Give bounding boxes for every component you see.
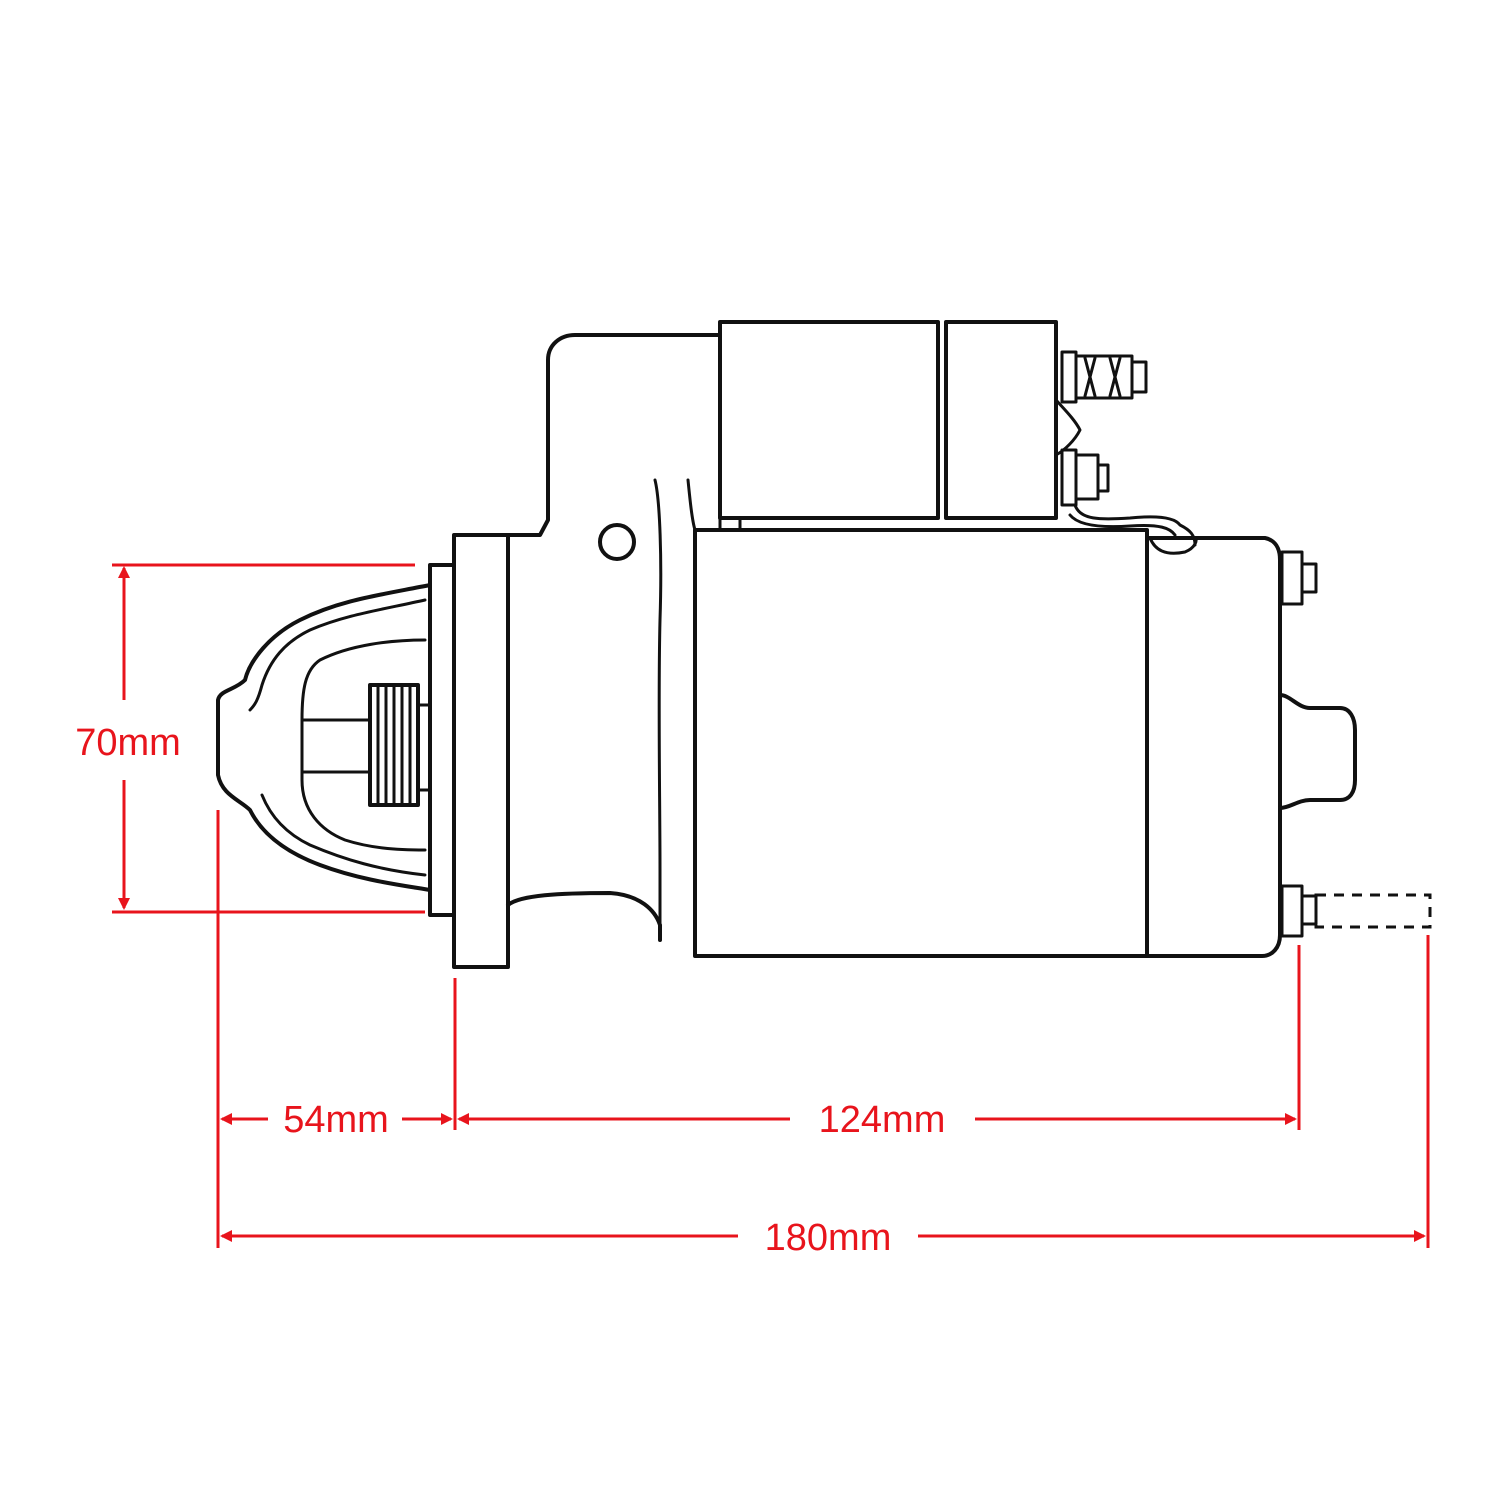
end-cap bbox=[1145, 536, 1282, 958]
nose-housing-casting bbox=[506, 333, 722, 942]
solenoid-lower-terminal bbox=[1060, 448, 1110, 507]
dimension-pinion-length-label: 54mm bbox=[283, 1099, 389, 1141]
solenoid bbox=[718, 320, 1082, 530]
stud-extension-dashed bbox=[1314, 893, 1432, 929]
dimension-height: 70mm bbox=[75, 566, 181, 910]
end-cap-lower-bolt bbox=[1280, 884, 1318, 938]
end-cap-upper-bolt bbox=[1280, 550, 1318, 606]
mounting-flange bbox=[428, 533, 510, 969]
dimension-overall-length-label: 180mm bbox=[765, 1217, 892, 1259]
drive-nose-housing bbox=[216, 583, 432, 892]
pinion-gear bbox=[301, 683, 430, 807]
dimension-pinion-length: 54mm bbox=[220, 1099, 453, 1141]
dimension-overall-length: 180mm bbox=[220, 1217, 1426, 1259]
dimension-body-length-label: 124mm bbox=[819, 1099, 946, 1141]
mounting-hole bbox=[598, 523, 636, 561]
solenoid-upper-terminal bbox=[1060, 350, 1148, 404]
starter-motor-outline bbox=[216, 320, 1432, 969]
rear-bearing-boss bbox=[1278, 693, 1357, 810]
motor-body bbox=[693, 528, 1149, 958]
dimension-body-length: 124mm bbox=[457, 1099, 1297, 1141]
dimension-height-label: 70mm bbox=[75, 722, 181, 764]
dimension-annotations: 70mm 54mm 124mm 180mm bbox=[75, 563, 1430, 1259]
connecting-strap bbox=[1068, 503, 1197, 547]
